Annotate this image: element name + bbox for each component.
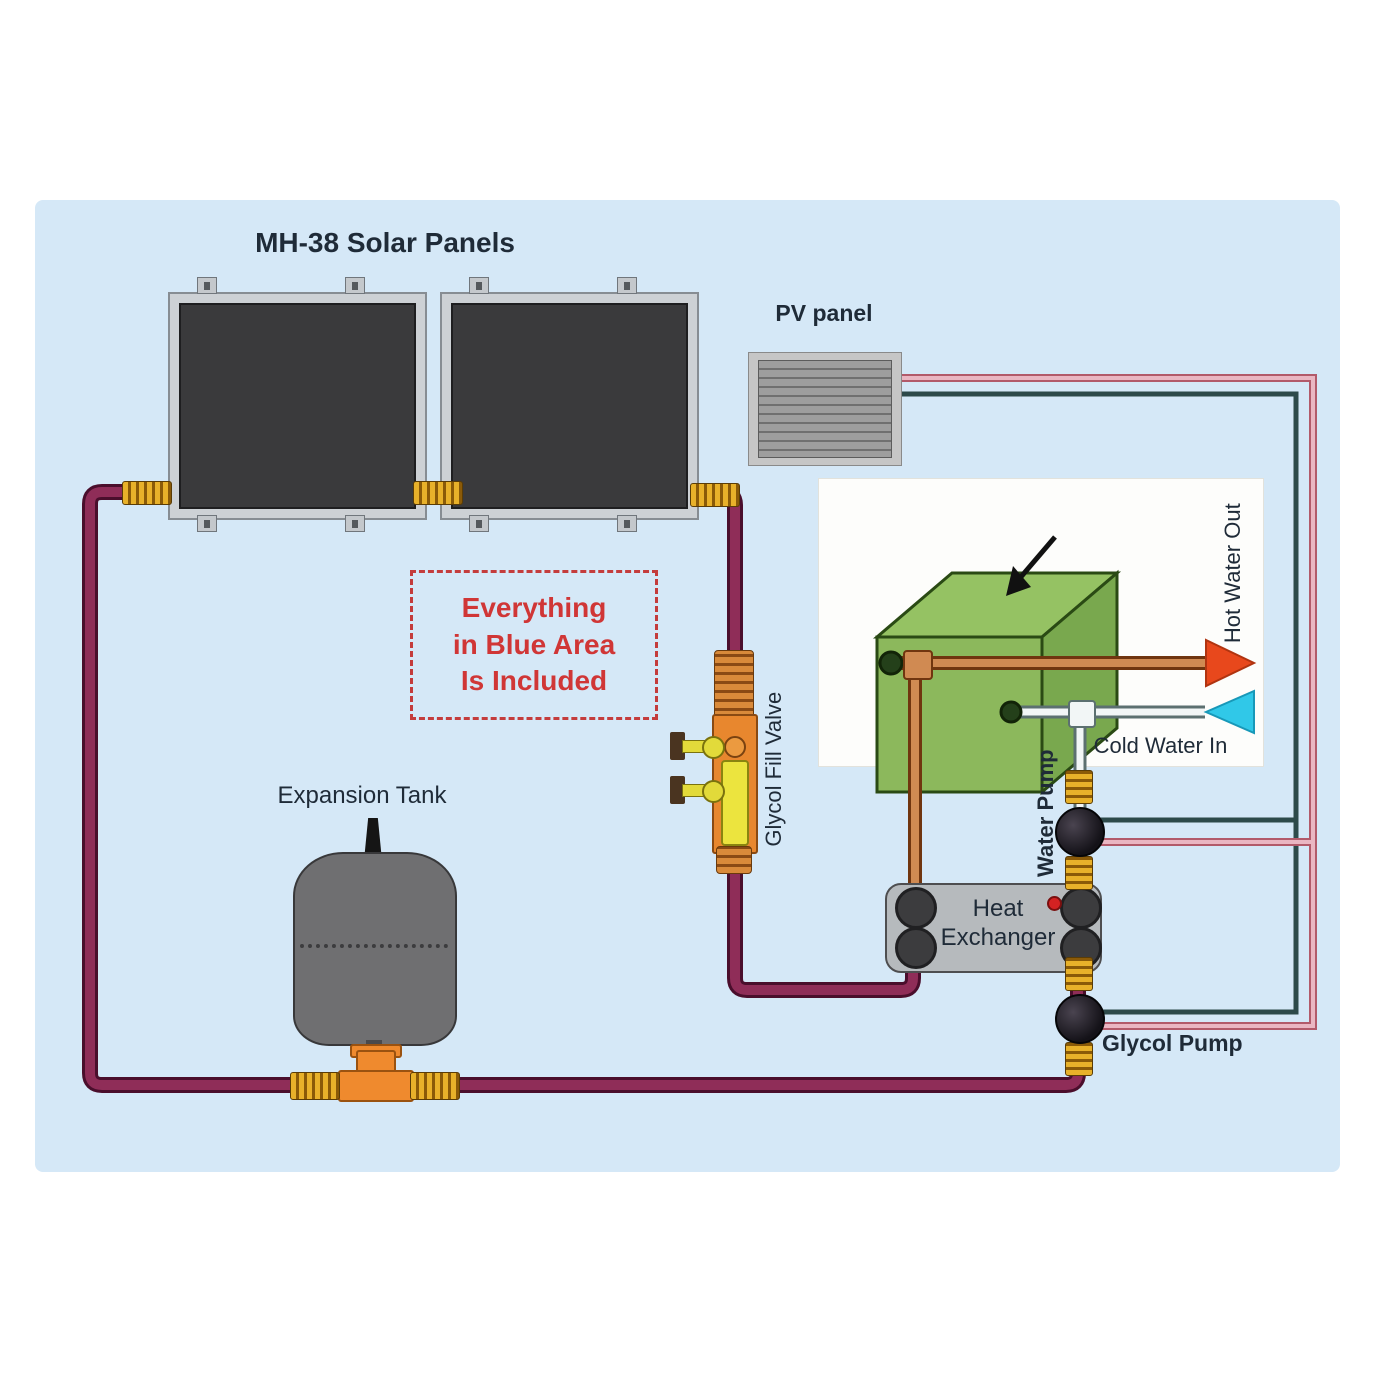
expansion-tank-seam xyxy=(300,944,448,948)
hot-water-out-label: Hot Water Out xyxy=(1219,503,1245,644)
copper-tee xyxy=(903,650,933,680)
water-pump-label: Water Pump xyxy=(1032,749,1058,877)
valve-sight-glass xyxy=(721,760,749,846)
panel-mount-tab xyxy=(345,277,365,294)
solar-panel-left xyxy=(168,292,427,520)
copper-pipe xyxy=(891,659,1206,910)
hot-water-out-arrow xyxy=(1205,638,1257,688)
valve-handle-tip xyxy=(670,732,685,760)
glycol-pump-fitting-bottom xyxy=(1065,1042,1093,1076)
glycol-fill-valve-label: Glycol Fill Valve xyxy=(760,691,786,847)
panel-fitting-right xyxy=(690,483,740,507)
solar-panel-left-absorber xyxy=(179,303,416,509)
panel-mount-tab xyxy=(197,515,217,532)
heat-exchanger-label-line2: Exchanger xyxy=(940,923,1056,951)
expansion-tank xyxy=(293,852,457,1046)
heater-pointer-arrowhead xyxy=(1006,566,1031,596)
panel-fitting-left xyxy=(122,481,172,505)
heater-pointer-arrow xyxy=(1018,535,1057,580)
pv-panel-cells xyxy=(758,360,892,458)
heater-cold-port xyxy=(999,700,1023,724)
panel-mount-tab xyxy=(469,515,489,532)
included-note-box: Everything in Blue Area Is Included xyxy=(410,570,658,720)
pv-wire-pink-group xyxy=(900,374,1317,1030)
valve-handle-pivot xyxy=(702,780,725,803)
pv-panel-label: PV panel xyxy=(775,300,873,326)
panel-mount-tab xyxy=(197,277,217,294)
tank-fitting-right xyxy=(410,1072,460,1100)
heat-exchanger-label: Heat Exchanger xyxy=(918,895,1078,953)
cold-water-tee xyxy=(1068,700,1096,728)
note-line-1: Everything xyxy=(461,592,607,624)
valve-knob xyxy=(724,736,746,758)
glycol-pump-label: Glycol Pump xyxy=(1102,1030,1243,1056)
pv-panel xyxy=(748,352,902,466)
solar-panels-label: MH-38 Solar Panels xyxy=(255,227,515,258)
water-pump-fitting-bottom xyxy=(1065,856,1093,890)
expansion-tank-valve-cap xyxy=(364,818,382,854)
valve-handle-pivot xyxy=(702,736,725,759)
panel-mount-tab xyxy=(617,277,637,294)
valve-top-union xyxy=(714,650,754,718)
tank-tee-horizontal xyxy=(338,1070,414,1102)
hot-water-piping xyxy=(891,656,1206,910)
expansion-tank-label: Expansion Tank xyxy=(277,782,447,809)
panel-mount-tab xyxy=(469,277,489,294)
panel-mount-tab xyxy=(617,515,637,532)
panel-mount-tab xyxy=(345,515,365,532)
hx-indicator-led xyxy=(1047,896,1062,911)
cold-water-in-label: Cold Water In xyxy=(1093,733,1228,758)
valve-handle-tip xyxy=(670,776,685,804)
water-pump-fitting-top xyxy=(1065,770,1093,804)
pv-wire-pink xyxy=(900,376,1315,1028)
glycol-pump-fitting-top xyxy=(1065,957,1093,991)
note-line-3: Is Included xyxy=(460,665,608,697)
panel-fitting-middle xyxy=(413,481,463,505)
cold-water-in-arrow xyxy=(1203,689,1255,735)
solar-panel-right-absorber xyxy=(451,303,688,509)
hx-port-bottom-left xyxy=(895,927,937,969)
heat-exchanger-label-line1: Heat xyxy=(972,895,1024,922)
note-line-2: in Blue Area xyxy=(452,628,616,660)
glycol-pump xyxy=(1055,994,1105,1044)
water-pump xyxy=(1055,807,1105,857)
valve-bottom-union xyxy=(716,846,752,874)
heater-hot-port xyxy=(878,650,904,676)
tank-fitting-left xyxy=(290,1072,340,1100)
solar-panel-right xyxy=(440,292,699,520)
pv-wire-dark xyxy=(900,391,1299,1015)
